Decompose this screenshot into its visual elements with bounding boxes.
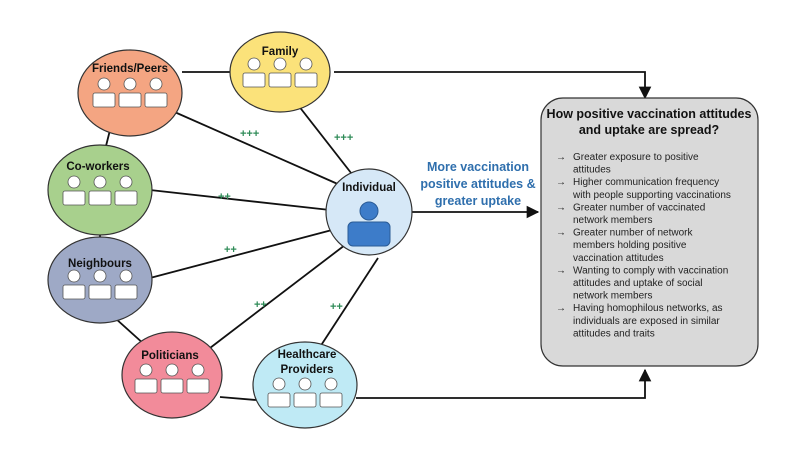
bullet-text: members holding positive xyxy=(573,240,687,251)
node-family: Family xyxy=(229,31,331,113)
center-text-line-3: greater uptake xyxy=(435,194,521,208)
bullet-text: vaccination attitudes xyxy=(573,253,664,264)
bullet-text: with people supporting vaccinations xyxy=(572,190,731,201)
bullet-text: individuals are exposed in similar xyxy=(573,316,720,327)
bullet-text: attitudes xyxy=(573,165,611,176)
mechanisms-box: How positive vaccination attitudes and u… xyxy=(540,97,759,367)
bullet-text: Higher communication frequency xyxy=(573,177,719,188)
spoke-neighbours xyxy=(149,229,333,279)
weights: +++ +++ ++ ++ ++ ++ xyxy=(218,128,353,313)
node-neighbours: Neighbours xyxy=(47,236,153,324)
spoke-friends xyxy=(169,109,341,186)
bullet-text: Wanting to comply with vaccination xyxy=(573,265,728,276)
node-friends: Friends/Peers xyxy=(77,49,183,137)
spoke-healthcare xyxy=(317,257,379,351)
spoke-family xyxy=(297,104,356,179)
weight-politicians: ++ xyxy=(254,299,267,311)
people-group-icon xyxy=(62,269,138,300)
weight-neighbours: ++ xyxy=(224,244,237,256)
box-title-line-1: How positive vaccination attitudes xyxy=(547,107,752,121)
bullet-text: attitudes and traits xyxy=(573,328,655,339)
person-icon xyxy=(347,201,391,247)
bullet-text: network members xyxy=(573,215,652,226)
node-individual-label: Individual xyxy=(342,182,396,194)
arrow-family-to-box xyxy=(334,71,652,100)
people-group-icon xyxy=(242,57,318,88)
arrow-healthcare-to-box xyxy=(356,368,652,399)
node-coworkers: Co-workers xyxy=(47,144,153,236)
bullet-text: network members xyxy=(573,291,652,302)
box-title-line-2: and uptake are spread? xyxy=(579,123,719,137)
arrow-politicians-to-healthcare xyxy=(219,396,257,401)
bullet-arrow-icon: → xyxy=(556,265,566,276)
node-individual: Individual xyxy=(325,168,413,256)
weight-friends: +++ xyxy=(240,128,259,140)
bullet-text: attitudes and uptake of social xyxy=(573,278,703,289)
center-text-line-2: positive attitudes & xyxy=(420,177,535,191)
spoke-coworkers xyxy=(149,189,331,211)
node-politicians: Politicians xyxy=(121,331,223,419)
bullet-list: → Greater exposure to positive attitudes → H… xyxy=(556,152,731,339)
node-friends-label: Friends/Peers xyxy=(92,63,168,75)
node-coworkers-label: Co-workers xyxy=(66,161,129,173)
node-healthcare: Healthcare Providers xyxy=(252,341,358,429)
bullet-text: Greater exposure to positive xyxy=(573,152,699,163)
bullet-text: Greater number of network xyxy=(573,228,693,239)
node-healthcare-label-1: Healthcare xyxy=(278,349,337,361)
bullet-arrow-icon: → xyxy=(556,177,566,188)
bullet-text: Having homophilous networks, as xyxy=(573,303,723,314)
bullet-arrow-icon: → xyxy=(556,303,566,314)
bullet-arrow-icon: → xyxy=(556,152,566,163)
bullet-text: Greater number of vaccinated xyxy=(573,202,705,213)
people-group-icon xyxy=(92,77,168,108)
weight-family: +++ xyxy=(334,132,353,144)
node-politicians-label: Politicians xyxy=(141,350,199,362)
people-group-icon xyxy=(267,377,343,408)
center-text: More vaccination positive attitudes & gr… xyxy=(420,160,535,208)
bullet-arrow-icon: → xyxy=(556,202,566,213)
weight-healthcare: ++ xyxy=(330,301,343,313)
spoke-politicians xyxy=(209,244,346,349)
people-group-icon xyxy=(62,175,138,206)
people-group-icon xyxy=(134,363,210,394)
node-family-label: Family xyxy=(262,46,299,58)
arrows-to-box xyxy=(182,71,652,401)
bullet-arrow-icon: → xyxy=(556,228,566,239)
link-neighbours-politicians xyxy=(114,317,146,346)
weight-coworkers: ++ xyxy=(218,191,231,203)
node-neighbours-label: Neighbours xyxy=(68,258,132,270)
center-text-line-1: More vaccination xyxy=(427,160,529,174)
node-healthcare-label-2: Providers xyxy=(280,364,333,376)
